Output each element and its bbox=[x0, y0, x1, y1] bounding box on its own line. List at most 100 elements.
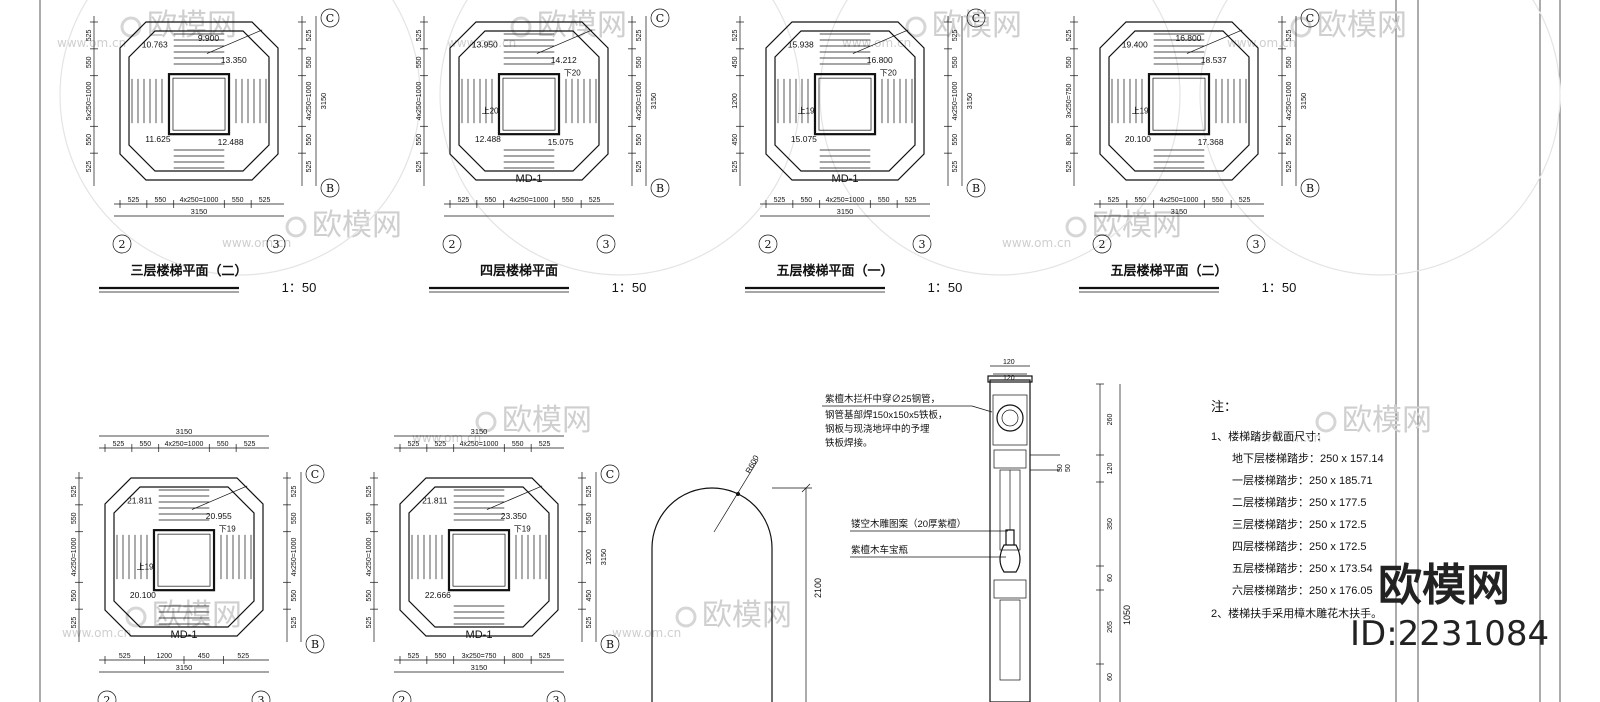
elevation-label: 21.811 bbox=[127, 495, 153, 505]
watermark-url: www.om.cn bbox=[842, 36, 911, 50]
dim-label: 550 bbox=[366, 512, 373, 524]
watermark: 欧模网 www.om.cn bbox=[842, 8, 1022, 50]
dim-label: 525 bbox=[905, 197, 917, 204]
notes-item-2: 2、楼梯扶手采用樟木雕花木扶手。 bbox=[1211, 606, 1382, 620]
watermark-url: www.om.cn bbox=[57, 36, 126, 50]
watermark-url: www.om.cn bbox=[447, 36, 516, 50]
dim-label: 550 bbox=[232, 197, 244, 204]
railing-note-3: 钢板与现浇地坪中的予埋 bbox=[825, 423, 930, 435]
step-note: 三层楼梯踏步：250 x 172.5 bbox=[1232, 517, 1367, 531]
dim-label: 4x250=1000 bbox=[636, 82, 643, 121]
dim-label: 550 bbox=[306, 134, 313, 146]
dim-label: 450 bbox=[732, 134, 739, 146]
dim-label: 525 bbox=[539, 441, 551, 448]
up-label: 上19 bbox=[137, 563, 154, 572]
dim-label: 3150 bbox=[191, 207, 208, 216]
dim-label: 550 bbox=[636, 134, 643, 146]
dim-label: 350 bbox=[1107, 518, 1114, 530]
dim-label: 5x250=1000 bbox=[86, 82, 93, 121]
notes-item-1: 1、楼梯踏步截面尺寸： bbox=[1211, 429, 1327, 443]
dim-label: 550 bbox=[636, 56, 643, 68]
carved-medallion bbox=[996, 404, 1024, 432]
step-note: 一层楼梯踏步：250 x 185.71 bbox=[1232, 473, 1373, 487]
watermark-brand: 欧模网 bbox=[932, 8, 1022, 43]
elevation-label: 16.800 bbox=[1175, 33, 1201, 43]
elevation-label: 10.763 bbox=[142, 39, 168, 49]
dim-label: 550 bbox=[86, 134, 93, 146]
dim-label: 550 bbox=[562, 197, 574, 204]
axis-bubble-c bbox=[650, 8, 670, 28]
door-label: MD-1 bbox=[832, 173, 859, 185]
axis-bubble-b-label: B bbox=[972, 182, 980, 195]
dim-label: 60 bbox=[1107, 673, 1114, 681]
axis-bubble-b bbox=[305, 634, 325, 654]
dim-label: 3150 bbox=[1171, 207, 1188, 216]
dim-label: 525 bbox=[586, 485, 593, 497]
step-note: 五层楼梯踏步：250 x 173.54 bbox=[1232, 561, 1373, 575]
down-label: 下20 bbox=[880, 69, 897, 78]
dim-label: 525 bbox=[952, 29, 959, 41]
up-label: 上19 bbox=[798, 107, 815, 116]
watermark-arc bbox=[59, 0, 421, 276]
elevation-label: 20.100 bbox=[130, 590, 156, 600]
watermark-brand: 欧模网 bbox=[502, 403, 592, 438]
watermark-brand: 欧模网 bbox=[537, 8, 627, 43]
vase-baluster bbox=[999, 529, 1021, 573]
step-note: 四层楼梯踏步：250 x 172.5 bbox=[1232, 539, 1367, 553]
dim-label: 525 bbox=[1286, 29, 1293, 41]
railing-side-dim: 50 bbox=[1057, 464, 1064, 472]
dim-label: 550 bbox=[952, 56, 959, 68]
watermark-arc bbox=[819, 0, 1181, 276]
dim-label: 3150 bbox=[319, 93, 328, 110]
dim-label: 525 bbox=[586, 617, 593, 629]
axis-bubble-2-label: 2 bbox=[399, 694, 406, 702]
axis-bubble-3-label: 3 bbox=[258, 694, 265, 702]
up-label: 上20 bbox=[482, 107, 499, 116]
dim-label: 550 bbox=[1286, 56, 1293, 68]
dim-label: 550 bbox=[306, 56, 313, 68]
elevation-label: 15.075 bbox=[791, 134, 817, 144]
door-label: MD-1 bbox=[171, 629, 198, 641]
elevation-label: 18.537 bbox=[1201, 55, 1227, 65]
plan-title: 四层楼梯平面 bbox=[480, 263, 558, 278]
door-label: MD-1 bbox=[516, 173, 543, 185]
axis-bubble-c-label: C bbox=[656, 12, 664, 25]
axis-bubble-b bbox=[600, 634, 620, 654]
dim-label: 3150 bbox=[599, 549, 608, 566]
elevation-label: 9.900 bbox=[198, 33, 220, 43]
dim-label: 550 bbox=[86, 56, 93, 68]
axis-bubble-3-label: 3 bbox=[273, 238, 280, 251]
dim-label: 525 bbox=[458, 197, 470, 204]
axis-bubble-3 bbox=[1246, 234, 1266, 254]
dim-label: 525 bbox=[408, 441, 420, 448]
plan-title: 五层楼梯平面（一） bbox=[776, 263, 893, 278]
elevation-label: 15.938 bbox=[788, 39, 814, 49]
dim-label: 550 bbox=[1286, 134, 1293, 146]
axis-bubble-2-label: 2 bbox=[104, 694, 111, 702]
railing-total-dim: 1050 bbox=[1122, 605, 1132, 625]
dim-label: 3150 bbox=[649, 93, 658, 110]
watermark-url: www.om.cn bbox=[222, 236, 291, 250]
dim-label: 525 bbox=[408, 653, 420, 660]
dim-label: 550 bbox=[366, 590, 373, 602]
axis-bubble-b bbox=[1300, 178, 1320, 198]
watermark-brand: 欧模网 bbox=[702, 598, 792, 633]
dim-label: 525 bbox=[366, 617, 373, 629]
dim-label: 525 bbox=[1066, 161, 1073, 173]
axis-bubble-2-label: 2 bbox=[449, 238, 456, 251]
elevation-label: 23.350 bbox=[501, 511, 527, 521]
elevation-label: 20.100 bbox=[1125, 134, 1151, 144]
dim-label: 525 bbox=[1066, 29, 1073, 41]
dim-label: 4x250=1000 bbox=[306, 82, 313, 121]
arch-radius-label: R600 bbox=[744, 453, 761, 475]
dim-label: 525 bbox=[774, 197, 786, 204]
axis-bubble-3-label: 3 bbox=[1253, 238, 1260, 251]
